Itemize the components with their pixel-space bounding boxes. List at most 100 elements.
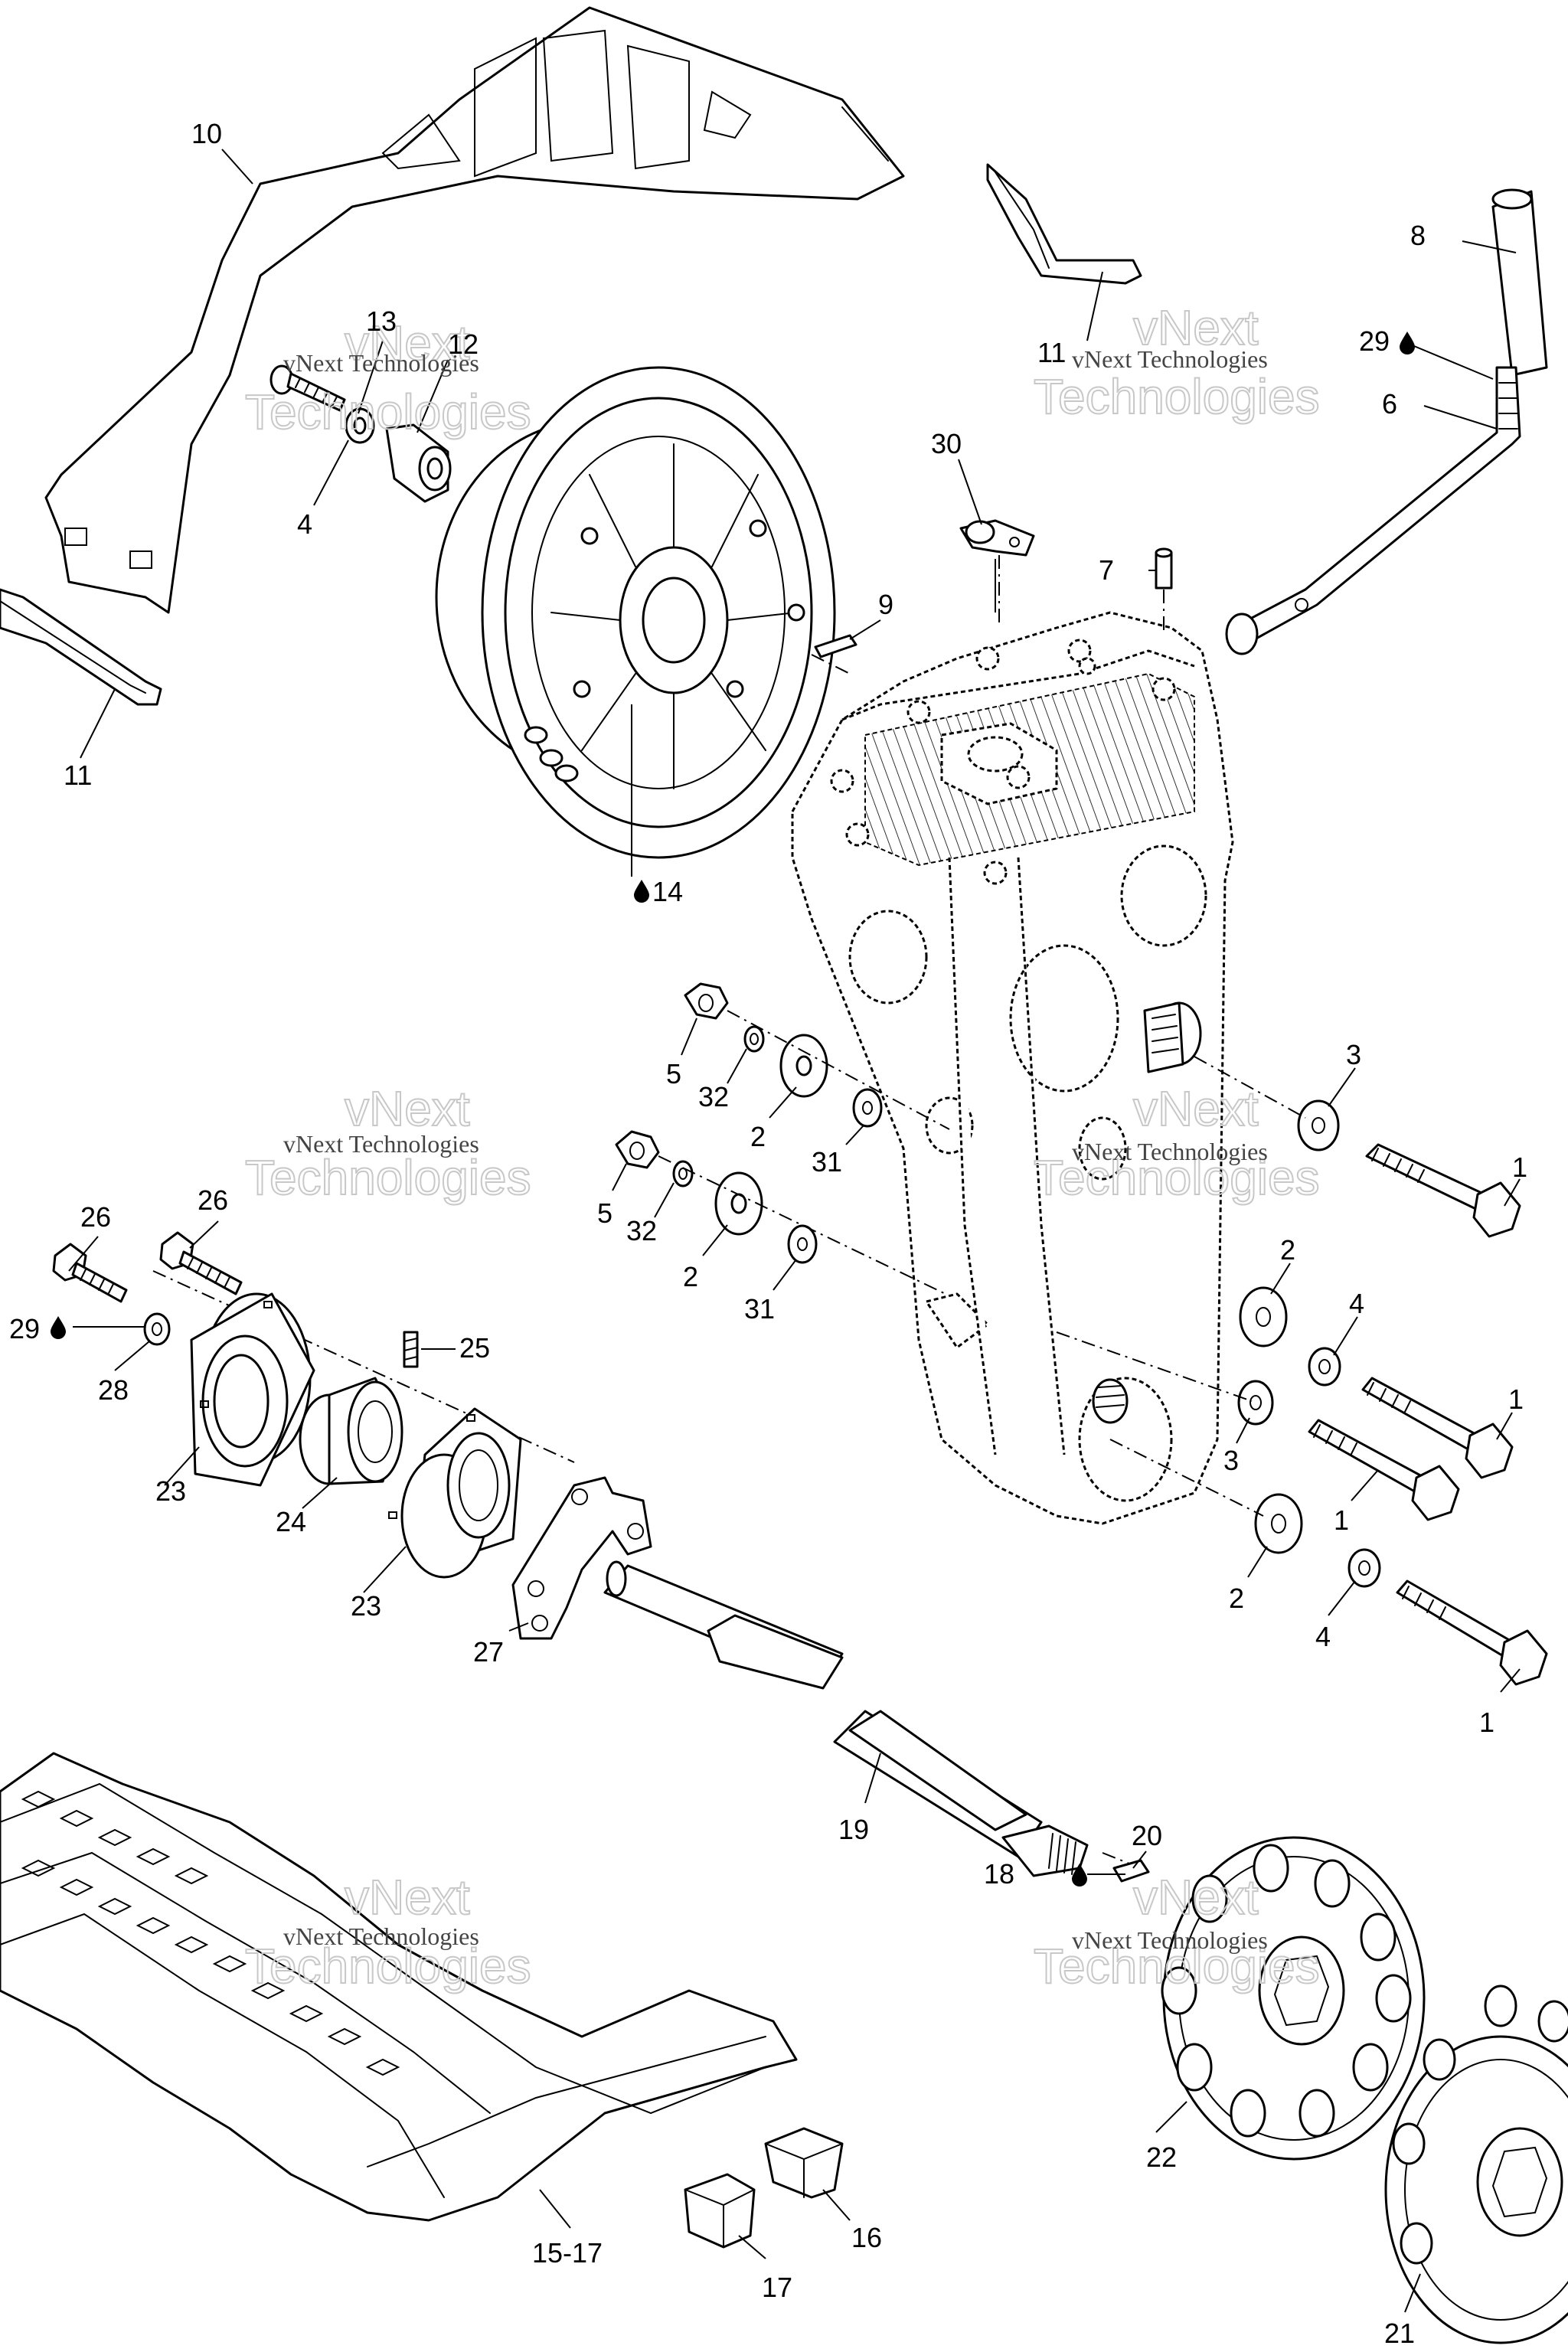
oil-drop-icon	[1400, 332, 1415, 354]
callout-15-17: 15-17	[532, 2237, 603, 2269]
part-11-guard-left	[0, 588, 162, 706]
part-12-bushing	[385, 423, 452, 503]
svg-text:vNext: vNext	[345, 315, 470, 371]
watermark-1: vNext Technologies vNext Technologies	[244, 315, 532, 440]
part-6-lever	[1225, 366, 1521, 655]
callout-12: 12	[448, 328, 479, 360]
callout-4-right-a: 4	[1349, 1288, 1364, 1319]
callout-14: 14	[652, 876, 683, 907]
part-16-clip	[764, 2127, 844, 2199]
callout-26-b: 26	[198, 1184, 228, 1216]
part-31-washer-upper	[852, 1088, 883, 1128]
part-5-nut-lower	[615, 1130, 660, 1169]
svg-text:Technologies: Technologies	[245, 1150, 531, 1205]
part-23-flange-inner	[388, 1407, 522, 1579]
callout-20: 20	[1132, 1820, 1162, 1851]
svg-text:Technologies: Technologies	[1034, 369, 1320, 424]
callout-13: 13	[366, 305, 397, 337]
svg-text:vNext Technologies: vNext Technologies	[1072, 1926, 1268, 1954]
part-9-key	[814, 634, 858, 658]
callout-11-right: 11	[1037, 337, 1066, 368]
callout-26-a: 26	[80, 1201, 111, 1233]
part-13-bolt	[270, 364, 346, 412]
part-4-washer-right-a	[1308, 1347, 1341, 1387]
part-22-sprocket	[1161, 1836, 1426, 2161]
callout-3-lower: 3	[1223, 1445, 1239, 1476]
part-2-washer-right-a	[1239, 1286, 1288, 1348]
callout-7: 7	[1099, 554, 1114, 586]
svg-text:vNext Technologies: vNext Technologies	[1072, 1138, 1268, 1165]
part-14-pulley	[435, 366, 836, 859]
svg-text:vNext Technologies: vNext Technologies	[283, 1922, 479, 1950]
callout-17: 17	[762, 2272, 792, 2303]
callout-29-lower: 29	[9, 1313, 40, 1344]
part-4-washer-right-b	[1348, 1548, 1381, 1588]
part-1-bolt-d	[1396, 1579, 1548, 1686]
watermark-3: vNext Technologies vNext Technologies	[244, 1080, 532, 1206]
callout-18: 18	[984, 1858, 1014, 1890]
part-30-clip	[959, 519, 1035, 557]
callout-23-inner: 23	[351, 1590, 381, 1622]
chaincase-housing	[791, 611, 1234, 1525]
callout-1-d: 1	[1479, 1707, 1494, 1738]
svg-text:vNext Technologies: vNext Technologies	[283, 349, 479, 377]
part-8-knob	[1491, 188, 1548, 377]
callout-24: 24	[276, 1506, 306, 1537]
callout-29-upper: 29	[1359, 325, 1390, 357]
callout-1-b: 1	[1508, 1383, 1524, 1415]
svg-text:vNext Technologies: vNext Technologies	[1072, 345, 1268, 373]
svg-text:Technologies: Technologies	[245, 1939, 531, 1994]
callout-6: 6	[1382, 388, 1397, 420]
callout-2-right-b: 2	[1229, 1583, 1244, 1614]
svg-text:Technologies: Technologies	[245, 384, 531, 439]
part-10-shield	[44, 6, 905, 614]
part-32-washer-lower	[672, 1160, 694, 1187]
part-11-guard-right	[986, 163, 1142, 285]
callout-28: 28	[98, 1374, 129, 1406]
callout-1-a: 1	[1512, 1152, 1527, 1183]
svg-text:Technologies: Technologies	[1034, 1150, 1320, 1205]
part-17-clip	[684, 2173, 756, 2249]
watermark-4: vNext Technologies vNext Technologies	[1033, 1080, 1321, 1206]
callout-4-right-b: 4	[1315, 1621, 1331, 1652]
callout-9: 9	[878, 589, 893, 620]
part-2-washer-upper	[779, 1034, 828, 1098]
oil-drop-icon	[51, 1316, 66, 1339]
callout-32-upper: 32	[698, 1081, 729, 1112]
leader-lines	[68, 149, 1521, 2313]
callout-16: 16	[851, 2222, 882, 2253]
callout-31-lower: 31	[744, 1293, 775, 1325]
part-1-bolt-c	[1308, 1419, 1460, 1521]
part-26-bolt-a	[52, 1243, 128, 1303]
part-32-washer-upper	[743, 1025, 765, 1053]
svg-text:vNext Technologies: vNext Technologies	[283, 1130, 479, 1158]
callout-10: 10	[191, 118, 222, 149]
callout-32-lower: 32	[626, 1215, 657, 1246]
svg-text:vNext: vNext	[1133, 1870, 1259, 1925]
part-5-nut-upper	[684, 982, 729, 1020]
callout-22: 22	[1146, 2141, 1177, 2173]
callout-5-upper: 5	[666, 1058, 681, 1089]
part-28-washer	[143, 1312, 171, 1346]
callout-2-lower: 2	[683, 1261, 698, 1292]
part-27-bracket	[511, 1476, 652, 1640]
callout-31-upper: 31	[812, 1146, 842, 1178]
svg-text:vNext: vNext	[1133, 1081, 1259, 1136]
callouts: 10 13 12 4 11 11 8 29 6 30 7 9 14 5 32 2…	[9, 118, 1527, 2349]
svg-text:vNext: vNext	[345, 1081, 470, 1136]
part-23-flange-outer	[190, 1292, 315, 1487]
callout-8: 8	[1410, 220, 1426, 251]
callout-5-lower: 5	[597, 1197, 612, 1229]
callout-19: 19	[838, 1814, 869, 1845]
part-20-key	[1112, 1859, 1150, 1883]
callout-25: 25	[459, 1332, 490, 1364]
part-25-set-screw	[403, 1331, 419, 1368]
part-2-washer-lower	[714, 1171, 763, 1236]
part-31-washer-lower	[787, 1224, 818, 1264]
oil-drop-icon	[634, 880, 649, 903]
part-15-17-track	[0, 1752, 798, 2222]
callout-11-left: 11	[64, 760, 92, 791]
callout-2-upper: 2	[750, 1121, 766, 1152]
part-3-washer-lower	[1237, 1380, 1274, 1426]
